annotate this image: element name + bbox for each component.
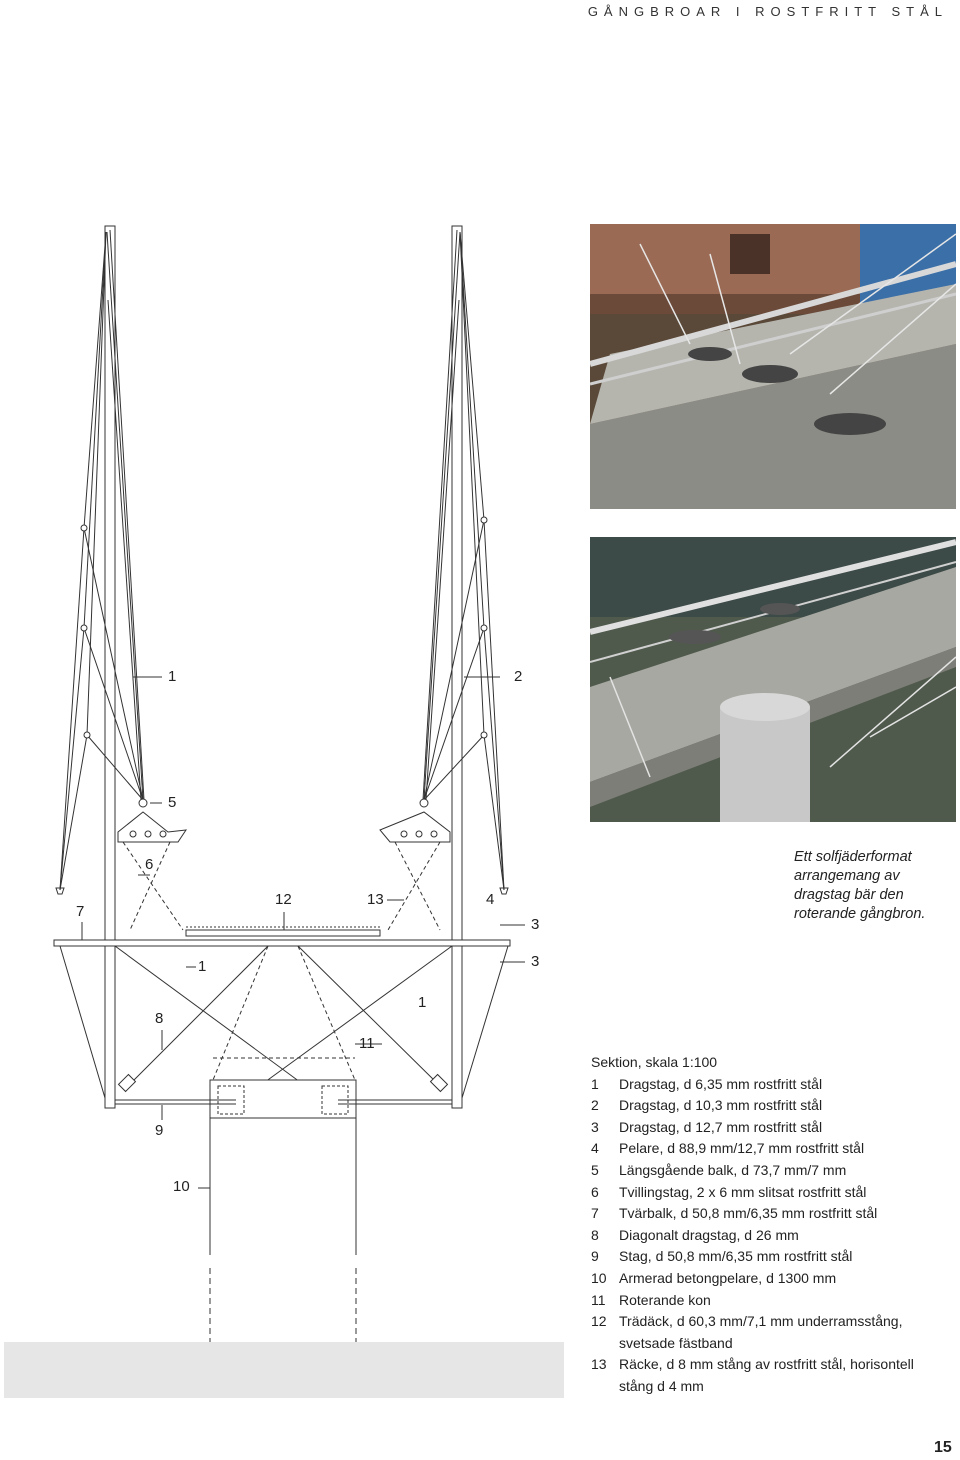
- legend-number: 11: [591, 1291, 606, 1308]
- drawing-label: 13: [367, 891, 384, 908]
- legend-number: 7: [591, 1205, 599, 1222]
- running-header: GÅNGBROAR I ROSTFRITT STÅL: [587, 4, 948, 19]
- drawing-label: 1: [418, 994, 427, 1011]
- legend-item: 6 Tvillingstag, 2 x 6 mm slitsat rostfrit…: [591, 1182, 951, 1204]
- legend-text: Tvärbalk, d 50,8 mm/6,35 mm rostfritt st…: [619, 1205, 878, 1222]
- legend-number: 9: [591, 1248, 599, 1265]
- legend-number: 10: [591, 1269, 607, 1286]
- legend-item: 8 Diagonalt dragstag, d 26 mm: [591, 1225, 951, 1247]
- drawing-label: 7: [76, 903, 85, 920]
- legend-number: 6: [591, 1183, 599, 1200]
- legend-number: 12: [591, 1313, 607, 1330]
- gray-band: [4, 1342, 564, 1398]
- drawing-label: 1: [168, 668, 177, 685]
- legend-number: 3: [591, 1118, 599, 1135]
- legend-text: Tvillingstag, 2 x 6 mm slitsat rostfritt…: [619, 1183, 867, 1200]
- legend-text: Dragstag, d 6,35 mm rostfritt stål: [619, 1075, 823, 1092]
- legend-item: 9 Stag, d 50,8 mm/6,35 mm rostfritt stål: [591, 1246, 951, 1268]
- legend-text: Diagonalt dragstag, d 26 mm: [619, 1226, 799, 1243]
- legend-text: Dragstag, d 10,3 mm rostfritt stål: [619, 1097, 823, 1114]
- legend-item: 13 Räcke, d 8 mm stång av rostfritt stål,…: [591, 1354, 951, 1397]
- legend-text: Armerad betongpelare, d 1300 mm: [619, 1269, 837, 1286]
- legend-text: Pelare, d 88,9 mm/12,7 mm rostfritt stål: [619, 1140, 865, 1157]
- legend-item: 10 Armerad betongpelare, d 1300 mm: [591, 1268, 951, 1290]
- legend-item: 7 Tvärbalk, d 50,8 mm/6,35 mm rostfritt s…: [591, 1203, 951, 1225]
- drawing-label: 3: [531, 916, 540, 933]
- legend-title: Sektion, skala 1:100: [591, 1054, 718, 1070]
- legend-number: 1: [591, 1075, 599, 1092]
- legend-item: 1 Dragstag, d 6,35 mm rostfritt stål: [591, 1074, 951, 1096]
- drawing-label: 12: [275, 891, 292, 908]
- legend-number: 8: [591, 1226, 599, 1243]
- drawing-label: 10: [173, 1178, 190, 1195]
- legend-item: 3 Dragstag, d 12,7 mm rostfritt stål: [591, 1117, 951, 1139]
- bridge-photo-top: [590, 224, 956, 509]
- drawing-label: 3: [531, 953, 540, 970]
- legend-number: 5: [591, 1161, 599, 1178]
- bridge-section-drawing: [53, 225, 525, 1342]
- legend-text: Dragstag, d 12,7 mm rostfritt stål: [619, 1118, 823, 1135]
- drawing-label: 9: [155, 1122, 164, 1139]
- legend-item: 5 Längsgående balk, d 73,7 mm/7 mm: [591, 1160, 951, 1182]
- legend-item: 11 Roterande kon: [591, 1290, 951, 1312]
- drawing-label: 8: [155, 1010, 164, 1027]
- drawing-label: 4: [486, 891, 495, 908]
- drawing-label: 1: [198, 958, 207, 975]
- legend-text: Trädäck, d 60,3 mm/7,1 mm underramsstång…: [619, 1313, 903, 1351]
- legend-number: 2: [591, 1097, 599, 1114]
- section-legend: Sektion, skala 1:100 1 Dragstag, d 6,35 m…: [591, 1052, 951, 1398]
- legend-text: Räcke, d 8 mm stång av rostfritt stål, h…: [619, 1356, 914, 1394]
- bridge-photo-bottom: [590, 537, 956, 822]
- photo-caption: Ett solfjäderformat arrangemang av drags…: [794, 849, 926, 922]
- legend-item: 2 Dragstag, d 10,3 mm rostfritt stål: [591, 1095, 951, 1117]
- legend-text: Roterande kon: [619, 1291, 711, 1308]
- legend-text: Längsgående balk, d 73,7 mm/7 mm: [619, 1161, 847, 1178]
- drawing-label: 2: [514, 668, 523, 685]
- legend-number: 4: [591, 1140, 599, 1157]
- drawing-label: 5: [168, 794, 177, 811]
- legend-text: Stag, d 50,8 mm/6,35 mm rostfritt stål: [619, 1248, 853, 1265]
- page-number: 15: [934, 1439, 952, 1456]
- drawing-label: 11: [359, 1035, 375, 1052]
- legend-item: 4 Pelare, d 88,9 mm/12,7 mm rostfritt stå…: [591, 1138, 951, 1160]
- legend-number: 13: [591, 1356, 607, 1373]
- legend-item: 12 Trädäck, d 60,3 mm/7,1 mm underramsstå…: [591, 1311, 951, 1354]
- drawing-label: 6: [145, 856, 154, 873]
